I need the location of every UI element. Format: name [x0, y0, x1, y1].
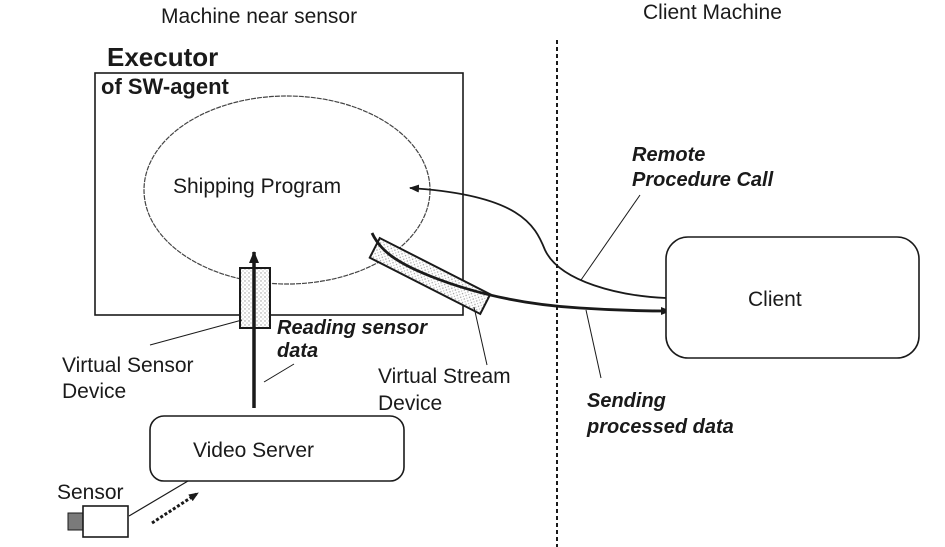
sensor-lens	[67, 512, 84, 531]
reading-sensor-data-label-line1: Reading sensor	[277, 317, 428, 339]
virtual-stream-device-leader	[473, 306, 488, 366]
sensor-data-dotted-arrow	[151, 491, 199, 525]
executor-subtitle: of SW-agent	[101, 74, 229, 99]
sending-processed-data-label-line2: processed data	[587, 416, 734, 438]
virtual-stream-device-label-line1: Virtual Stream	[378, 365, 511, 388]
virtual-sensor-device-label-line2: Device	[62, 380, 127, 403]
sensor-label: Sensor	[57, 481, 124, 504]
sensor-body[interactable]	[82, 505, 129, 538]
video-server-box[interactable]	[149, 415, 405, 482]
virtual-sensor-device-leader	[149, 319, 243, 346]
shipping-program-label: Shipping Program	[173, 175, 342, 198]
reading-sensor-data-label-line2: data	[277, 340, 319, 362]
remote-procedure-call-leader	[580, 194, 641, 281]
sensor-connector-line	[128, 480, 189, 517]
virtual-stream-device-label-line2: Device	[378, 392, 443, 415]
client-label: Client	[748, 288, 802, 311]
client-box[interactable]	[665, 236, 920, 359]
remote-procedure-call-arrow	[409, 184, 667, 299]
virtual-sensor-device-label-line1: Virtual Sensor	[62, 354, 194, 377]
client-machine-header: Client Machine	[643, 1, 782, 24]
reading-sensor-data-leader	[263, 363, 295, 383]
sending-processed-data-arrow	[370, 232, 671, 315]
remote-procedure-call-label-line2: Procedure Call	[632, 169, 774, 191]
machine-near-sensor-header: Machine near sensor	[161, 5, 358, 28]
video-server-label: Video Server	[193, 439, 315, 462]
sending-processed-data-label-line1: Sending	[587, 390, 666, 412]
sending-processed-data-leader	[585, 309, 602, 379]
executor-title: Executor	[107, 42, 219, 72]
remote-procedure-call-label-line1: Remote	[632, 144, 706, 166]
